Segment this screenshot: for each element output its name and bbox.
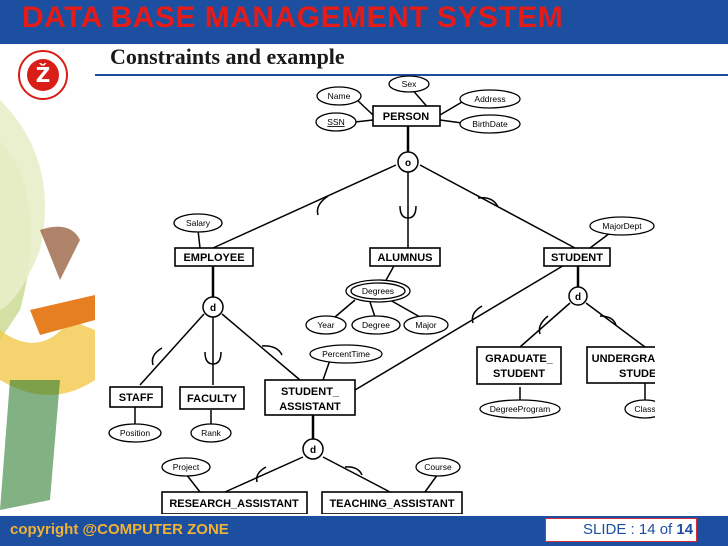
- slide-counter-box: [545, 518, 697, 542]
- entity-faculty: [179, 386, 245, 410]
- attr-birthdate: [459, 114, 521, 134]
- attr-degreeprogram-label: DegreeProgram: [490, 404, 550, 414]
- slide-counter: SLIDE : 14 of 14: [583, 521, 693, 538]
- entity-faculty-label: FACULTY: [187, 393, 238, 405]
- entity-undergraduate-student: [586, 346, 655, 384]
- attr-position-label: Position: [120, 428, 151, 438]
- attr-class-label: Class: [634, 404, 655, 414]
- disjoint-sa-label: d: [310, 445, 316, 456]
- disjoint-student-label: d: [575, 292, 581, 303]
- entity-student: [543, 247, 611, 267]
- attr-majordept-label: MajorDept: [602, 221, 642, 231]
- attr-degrees-label: Degrees: [362, 286, 394, 296]
- attr-address-label: Address: [474, 94, 505, 104]
- slide-prefix: SLIDE :: [583, 521, 639, 538]
- entity-research-label: RESEARCH_ASSISTANT: [169, 498, 299, 510]
- overlap-label: o: [405, 158, 411, 169]
- entity-student-label: STUDENT: [551, 252, 603, 264]
- attr-ssn: [315, 112, 357, 132]
- attr-rank: [190, 423, 232, 443]
- slide-subtitle: Constraints and example: [110, 44, 345, 69]
- attr-ssn-label: SSN: [327, 117, 344, 127]
- entity-alumnus: [369, 247, 441, 267]
- eer-diagram: PERSON EMPLOYEE ALUMNUS STUDENT GRADUATE…: [108, 75, 655, 514]
- attr-sex: [388, 75, 430, 93]
- attr-majordept: [589, 216, 655, 236]
- attr-salary-label: Salary: [186, 218, 211, 228]
- entity-person-label: PERSON: [383, 111, 430, 123]
- attr-degree-label: Degree: [362, 320, 390, 330]
- entity-person: [372, 105, 441, 127]
- subtitle-bar: [95, 44, 728, 76]
- slide-total: 14: [676, 521, 694, 538]
- attr-course-label: Course: [424, 462, 452, 472]
- entity-teaching-assistant: [321, 491, 463, 514]
- copyright-text: copyright @COMPUTER ZONE: [10, 521, 229, 538]
- attr-major: [403, 315, 449, 335]
- entity-undergrad-label-1: UNDERGRADUATE_: [592, 353, 655, 365]
- attr-name: [316, 86, 362, 106]
- decorative-sidebar: [0, 100, 95, 510]
- entity-sa-label-1: STUDENT_: [281, 386, 340, 398]
- disjoint-circle-sa: [302, 438, 324, 460]
- overlap-circle: [397, 151, 419, 173]
- entity-research-assistant: [161, 491, 308, 514]
- entity-graduate-student: [476, 346, 562, 385]
- attr-salary: [173, 213, 223, 233]
- attr-name-label: Name: [328, 91, 351, 101]
- attr-address: [459, 89, 521, 109]
- disjoint-circle-student: [568, 286, 588, 306]
- slide-title: DATA BASE MANAGEMENT SYSTEM: [22, 1, 564, 34]
- entity-graduate-label-2: STUDENT: [493, 368, 545, 380]
- entity-teaching-label: TEACHING_ASSISTANT: [329, 498, 454, 510]
- slide-current: 14: [638, 521, 656, 538]
- attr-year: [305, 315, 347, 335]
- entity-employee: [174, 247, 254, 267]
- header-bar: [0, 0, 728, 44]
- disjoint-circle-employee: [202, 296, 224, 318]
- attr-rank-label: Rank: [201, 428, 222, 438]
- entity-alumnus-label: ALUMNUS: [378, 252, 433, 264]
- attr-degrees-inner: [350, 282, 406, 300]
- attr-birthdate-label: BirthDate: [472, 119, 508, 129]
- entity-staff: [109, 386, 163, 408]
- attr-major-label: Major: [415, 320, 436, 330]
- entity-student-assistant: [264, 379, 356, 416]
- entity-employee-label: EMPLOYEE: [183, 252, 244, 264]
- entity-undergrad-label-2: STUDENT: [619, 368, 655, 380]
- entity-graduate-label-1: GRADUATE_: [485, 353, 554, 365]
- cz-logo-icon: Ž: [18, 50, 68, 100]
- attr-project: [161, 457, 211, 477]
- attr-percenttime-label: PercentTime: [322, 349, 370, 359]
- entity-sa-label-2: ASSISTANT: [279, 401, 341, 413]
- attr-percenttime: [309, 344, 383, 364]
- attr-course: [415, 457, 461, 477]
- disjoint-employee-label: d: [210, 303, 216, 314]
- attr-degree: [351, 315, 401, 335]
- entity-staff-label: STAFF: [119, 392, 154, 404]
- attr-degreeprogram: [479, 399, 561, 419]
- attr-position: [108, 423, 162, 443]
- attr-year-label: Year: [317, 320, 334, 330]
- attr-sex-label: Sex: [402, 79, 417, 89]
- attr-class: [624, 399, 655, 419]
- attr-project-label: Project: [173, 462, 200, 472]
- slide-of: of: [655, 521, 677, 538]
